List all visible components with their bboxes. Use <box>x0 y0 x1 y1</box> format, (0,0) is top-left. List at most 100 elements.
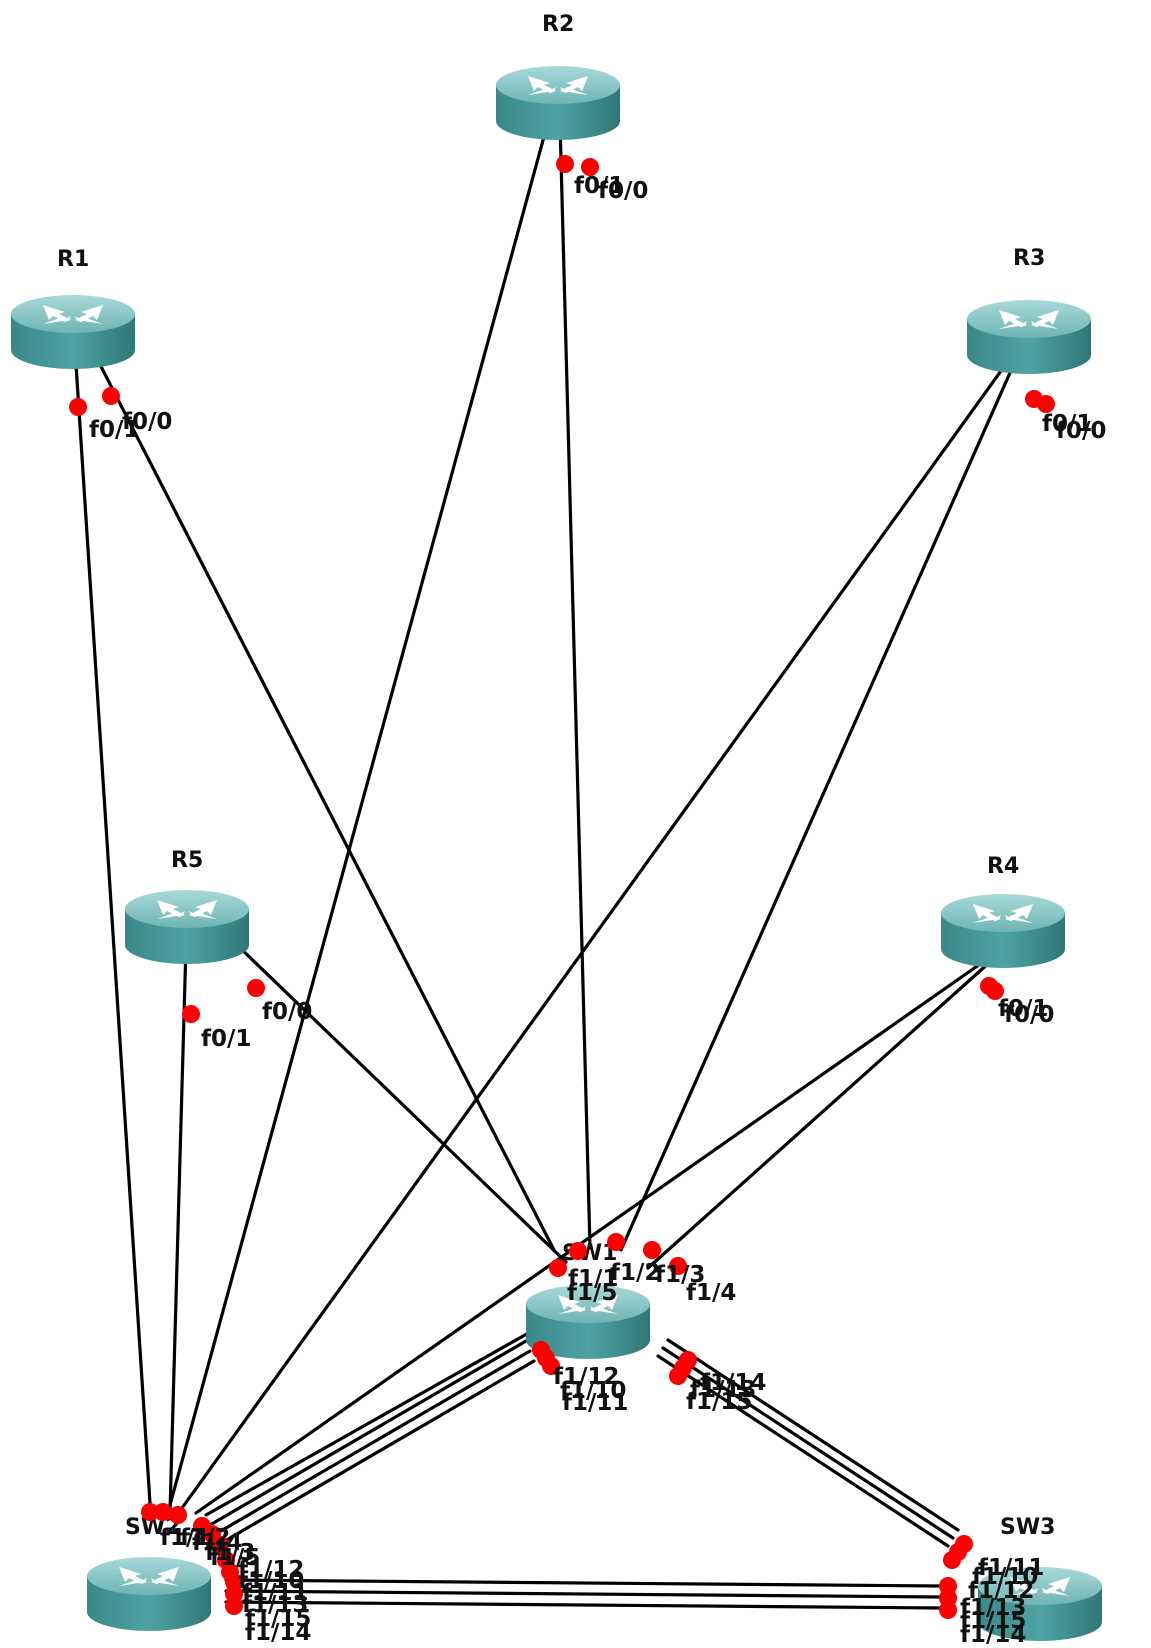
port-label-sw1-f1-14: f1/14 <box>700 1370 766 1396</box>
port-dot[interactable] <box>556 155 574 173</box>
port-label-sw2-f1-13: f1/13 <box>242 1592 308 1618</box>
port-label-r3-f0-0: f0/0 <box>1056 418 1106 444</box>
node-label-r5: R5 <box>171 848 203 873</box>
router-r1[interactable]: R1 <box>11 247 135 369</box>
port-dot[interactable] <box>1037 395 1055 413</box>
port-dot[interactable] <box>154 1503 172 1521</box>
port-label-sw2-f1-5: f1/5 <box>210 1545 260 1571</box>
port-dot[interactable] <box>141 1503 159 1521</box>
port-dot[interactable] <box>247 979 265 997</box>
port-label-sw1-f1-2: f1/2 <box>610 1260 660 1286</box>
port-label-r2-f0-0: f0/0 <box>598 178 648 204</box>
link-sw1-sw2-2[interactable] <box>212 1349 532 1537</box>
port-label-r5-f0-0: f0/0 <box>262 999 312 1025</box>
port-label-sw2-f1-1: f1/1 <box>160 1525 210 1551</box>
link-sw2-sw3-1[interactable] <box>224 1578 942 1588</box>
port-label-sw2-f1-3: f1/3 <box>205 1540 255 1566</box>
router-r2[interactable]: R2 <box>496 12 620 140</box>
switch-sw3[interactable]: SW3 <box>978 1515 1102 1641</box>
router-icon <box>11 295 135 369</box>
link-r2-sw1[interactable] <box>558 120 592 1250</box>
node-label-r2: R2 <box>542 12 574 37</box>
port-dot[interactable] <box>986 982 1004 1000</box>
link-r2-sw2[interactable] <box>168 120 550 1507</box>
link-r3-sw1[interactable] <box>619 355 1019 1252</box>
port-label-r1-f0-0: f0/0 <box>122 409 172 435</box>
node-label-r1: R1 <box>57 247 89 272</box>
port-dot[interactable] <box>939 1601 957 1619</box>
port-dot[interactable] <box>102 387 120 405</box>
link-sw1-sw3-2[interactable] <box>661 1346 955 1540</box>
router-icon <box>941 894 1065 968</box>
link-sw1-sw2-4[interactable] <box>204 1320 550 1517</box>
port-label-sw2-f1-4: f1/4 <box>192 1530 242 1556</box>
port-label-sw1-f1-10: f1/10 <box>560 1378 626 1404</box>
link-r4-sw2[interactable] <box>194 960 985 1515</box>
port-dot[interactable] <box>69 398 87 416</box>
port-label-r5-f0-1: f0/1 <box>201 1026 251 1052</box>
port-label-r2-f0-1: f0/1 <box>574 173 624 199</box>
router-icon <box>125 890 249 964</box>
links-layer <box>73 120 1019 1610</box>
link-r3-sw2[interactable] <box>180 355 1013 1510</box>
link-sw1-sw3-3[interactable] <box>656 1354 950 1548</box>
port-dot[interactable] <box>643 1241 661 1259</box>
link-r5-sw2[interactable] <box>168 943 188 1514</box>
port-dot[interactable] <box>569 1242 587 1260</box>
nodes-layer: R1 R2 R3 R4 R5 SW1 SW2 SW3 <box>11 12 1102 1641</box>
link-r1-sw1[interactable] <box>90 347 556 1252</box>
port-label-sw1-f1-15: f1/15 <box>686 1389 752 1415</box>
node-label-r4: R4 <box>987 854 1019 879</box>
port-label-sw1-f1-3: f1/3 <box>655 1262 705 1288</box>
port-label-sw2-f1-10: f1/10 <box>238 1568 304 1594</box>
port-label-sw1-f1-11: f1/11 <box>562 1390 628 1416</box>
port-label-sw3-f1-14: f1/14 <box>960 1622 1026 1648</box>
port-label-sw1-f1-4: f1/4 <box>686 1280 736 1306</box>
port-label-sw1-f1-1: f1/1 <box>568 1266 618 1292</box>
link-sw2-sw3-3[interactable] <box>224 1600 942 1610</box>
router-r4[interactable]: R4 <box>941 854 1065 968</box>
port-dot[interactable] <box>542 1357 560 1375</box>
link-sw1-sw2-1[interactable] <box>208 1339 528 1527</box>
router-icon <box>496 66 620 140</box>
switch-icon <box>87 1557 211 1631</box>
port-label-sw3-f1-11: f1/11 <box>978 1555 1044 1581</box>
port-dot[interactable] <box>211 1536 229 1554</box>
port-label-r4-f0-0: f0/0 <box>1004 1002 1054 1028</box>
port-label-sw2-f1-11: f1/11 <box>242 1580 308 1606</box>
port-label-sw1-f1-5: f1/5 <box>567 1280 617 1306</box>
port-dot[interactable] <box>669 1367 687 1385</box>
port-label-sw1-f1-13: f1/13 <box>690 1377 756 1403</box>
link-r5-sw1[interactable] <box>235 943 568 1264</box>
link-r1-sw2[interactable] <box>73 347 152 1505</box>
port-dot[interactable] <box>943 1551 961 1569</box>
link-sw1-sw2-3[interactable] <box>216 1359 536 1547</box>
port-label-sw2-f1-12: f1/12 <box>238 1557 304 1583</box>
link-sw2-sw3-2[interactable] <box>224 1589 942 1599</box>
port-label-sw3-f1-10: f1/10 <box>972 1564 1038 1590</box>
port-dot[interactable] <box>182 1005 200 1023</box>
port-label-sw1-f1-12: f1/12 <box>553 1364 619 1390</box>
router-r5[interactable]: R5 <box>125 848 249 964</box>
port-dot[interactable] <box>607 1233 625 1251</box>
port-dot[interactable] <box>225 1597 243 1615</box>
node-label-r3: R3 <box>1013 246 1045 271</box>
port-label-r3-f0-1: f0/1 <box>1042 411 1092 437</box>
port-label-sw2-f1-15: f1/15 <box>245 1606 311 1632</box>
port-dot[interactable] <box>669 1257 687 1275</box>
router-r3[interactable]: R3 <box>967 246 1091 374</box>
port-dot[interactable] <box>549 1259 567 1277</box>
port-label-sw3-f1-15: f1/15 <box>960 1608 1026 1634</box>
port-label-r1-f0-1: f0/1 <box>89 417 139 443</box>
link-r4-sw1[interactable] <box>646 960 992 1270</box>
ports-layer <box>69 155 1055 1619</box>
port-dot[interactable] <box>581 158 599 176</box>
port-label-sw2-f1-2: f1/2 <box>180 1525 230 1551</box>
node-label-sw3: SW3 <box>1000 1515 1055 1540</box>
port-label-sw3-f1-13: f1/13 <box>960 1595 1026 1621</box>
port-label-sw2-f1-14: f1/14 <box>245 1620 311 1646</box>
link-sw1-sw3-1[interactable] <box>666 1338 960 1532</box>
port-dot[interactable] <box>169 1506 187 1524</box>
port-label-r4-f0-1: f0/1 <box>998 996 1048 1022</box>
port-label-sw3-f1-12: f1/12 <box>968 1578 1034 1604</box>
